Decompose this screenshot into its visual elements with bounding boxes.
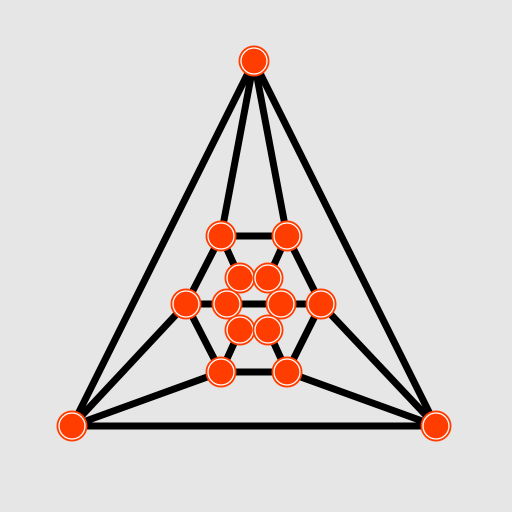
graph-edge-bl-h5 (68, 368, 225, 430)
graph-node-h1 (205, 220, 237, 252)
graph-node-i5 (224, 314, 256, 346)
graph-node-ring (307, 290, 335, 318)
graph-node-top (238, 45, 270, 77)
graph-node-ring (207, 222, 235, 250)
graph-node-br (420, 410, 452, 442)
graph-node-ring (267, 290, 295, 318)
graph-node-i6 (252, 314, 284, 346)
graph-node-ring (172, 290, 200, 318)
graph-edge-top-h1 (217, 57, 258, 240)
graph-edge-top-br (250, 57, 440, 430)
graph-node-outer (56, 410, 88, 442)
graph-node-outer (271, 356, 303, 388)
graph-edge-br-h6 (283, 368, 440, 430)
graph-node-outer (305, 288, 337, 320)
graph-node-i2 (252, 262, 284, 294)
graph-node-outer (224, 314, 256, 346)
graph-edge-top-h2 (250, 57, 291, 240)
graph-node-outer (224, 262, 256, 294)
graph-node-h3 (170, 288, 202, 320)
graph-node-h2 (271, 220, 303, 252)
graph-node-outer (205, 220, 237, 252)
graph-node-h5 (205, 356, 237, 388)
graph-node-outer (211, 288, 243, 320)
graph-edge-top-bl (68, 57, 258, 430)
graph-node-outer (252, 262, 284, 294)
graph-node-ring (422, 412, 450, 440)
graph-node-i3 (211, 288, 243, 320)
graph-node-outer (205, 356, 237, 388)
graph-node-ring (240, 47, 268, 75)
graph-node-outer (170, 288, 202, 320)
graph-node-ring (273, 222, 301, 250)
graph-node-h6 (271, 356, 303, 388)
graph-node-bl (56, 410, 88, 442)
graph-edge-bl-h3 (68, 300, 190, 430)
graph-node-outer (420, 410, 452, 442)
graph-edge-br-h4 (317, 300, 440, 430)
node-layer (56, 45, 452, 442)
graph-node-h4 (305, 288, 337, 320)
graph-node-i4 (265, 288, 297, 320)
graph-node-outer (238, 45, 270, 77)
graph-node-outer (252, 314, 284, 346)
graph-node-ring (213, 290, 241, 318)
graph-node-ring (58, 412, 86, 440)
graph-node-ring (254, 316, 282, 344)
graph-node-ring (207, 358, 235, 386)
graph-node-ring (273, 358, 301, 386)
graph-node-outer (265, 288, 297, 320)
graph-node-ring (254, 264, 282, 292)
graph-node-outer (271, 220, 303, 252)
